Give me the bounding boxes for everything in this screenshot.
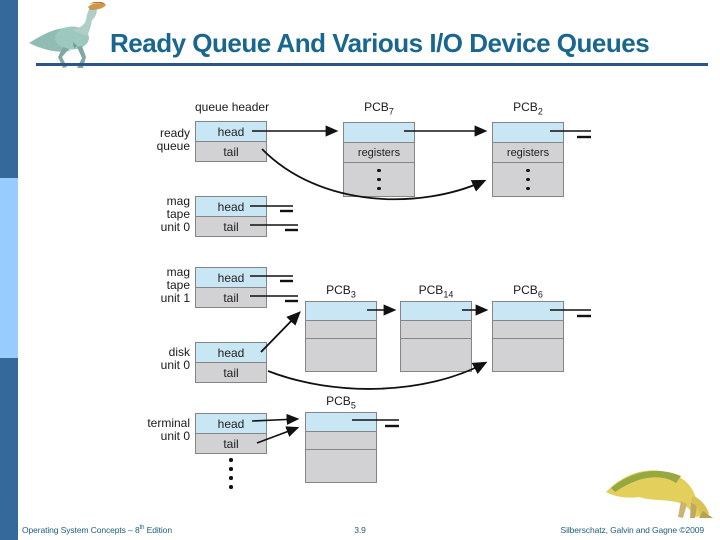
pcb-box-14: [400, 301, 472, 372]
dinosaur-logo-icon: [606, 470, 713, 518]
pcb-cell: [401, 320, 471, 338]
pcb7-label: PCB7: [364, 100, 394, 117]
pcb-registers-cell: registers: [493, 142, 563, 162]
queue-label-disk-0: disk unit 0: [160, 345, 190, 372]
pcb-link-cell: [306, 413, 376, 431]
tail-cell: tail: [196, 216, 266, 236]
tail-cell: tail: [196, 433, 266, 453]
pcb-cell: [306, 320, 376, 338]
pcb-link-cell: [401, 302, 471, 320]
queue-label-mag-tape-0: mag tape unit 0: [160, 194, 190, 234]
tail-cell: tail: [196, 362, 266, 382]
pcb-cell: [306, 431, 376, 449]
dinosaur-logo-icon: [29, 2, 106, 68]
pcb-link-cell: [344, 123, 414, 142]
pcb3-label: PCB3: [326, 283, 356, 300]
pcb-link-cell: [493, 123, 563, 142]
tail-cell: tail: [196, 287, 266, 307]
head-cell: head: [196, 197, 266, 216]
pcb-cell: [306, 338, 376, 371]
sidebar-segment-middle: [0, 178, 18, 358]
pcb-cell: [493, 320, 563, 338]
pcb-registers-cell: registers: [344, 142, 414, 162]
footer-book-title: Operating System Concepts – 8th Edition: [22, 525, 172, 535]
ellipsis-dots: [493, 162, 563, 196]
pcb-cell: [401, 338, 471, 371]
pcb-box-6: [492, 301, 564, 372]
queue-box-terminal-0: head tail: [195, 413, 267, 454]
queue-box-mag-tape-0: head tail: [195, 196, 267, 237]
sidebar-segment-top: [0, 0, 18, 178]
pcb6-label: PCB6: [513, 283, 543, 300]
tail-cell: tail: [196, 141, 266, 161]
pcb-box-7: registers: [343, 122, 415, 197]
pcb-cell: [493, 338, 563, 371]
queue-header-label: queue header: [195, 100, 270, 114]
pcb-box-5: [305, 412, 377, 483]
sidebar-segment-bottom: [0, 358, 18, 540]
head-cell: head: [196, 343, 266, 362]
queue-box-disk-0: head tail: [195, 342, 267, 383]
ellipsis-dots: [344, 162, 414, 196]
head-cell: head: [196, 122, 266, 141]
pcb-link-cell: [306, 302, 376, 320]
head-cell: head: [196, 268, 266, 287]
slide-title: Ready Queue And Various I/O Device Queue…: [110, 28, 650, 58]
queue-label-terminal-0: terminal unit 0: [147, 416, 190, 443]
ellipsis-dots: [227, 458, 235, 489]
queue-label-mag-tape-1: mag tape unit 1: [160, 265, 190, 305]
pcb2-label: PCB2: [513, 100, 543, 117]
footer-authors: Silberschatz, Galvin and Gagne ©2009: [560, 525, 705, 535]
title-underline: [36, 63, 708, 66]
pcb-link-cell: [493, 302, 563, 320]
footer-page-number: 3.9: [354, 525, 366, 535]
pcb14-label: PCB14: [418, 283, 454, 300]
queue-box-ready: head tail: [195, 121, 267, 162]
pcb5-label: PCB5: [326, 394, 356, 411]
pcb-box-3: [305, 301, 377, 372]
pcb-box-2: registers: [492, 122, 564, 197]
queue-label-ready: ready queue: [156, 126, 190, 153]
head-cell: head: [196, 414, 266, 433]
pcb-cell: [306, 449, 376, 482]
queue-box-mag-tape-1: head tail: [195, 267, 267, 308]
